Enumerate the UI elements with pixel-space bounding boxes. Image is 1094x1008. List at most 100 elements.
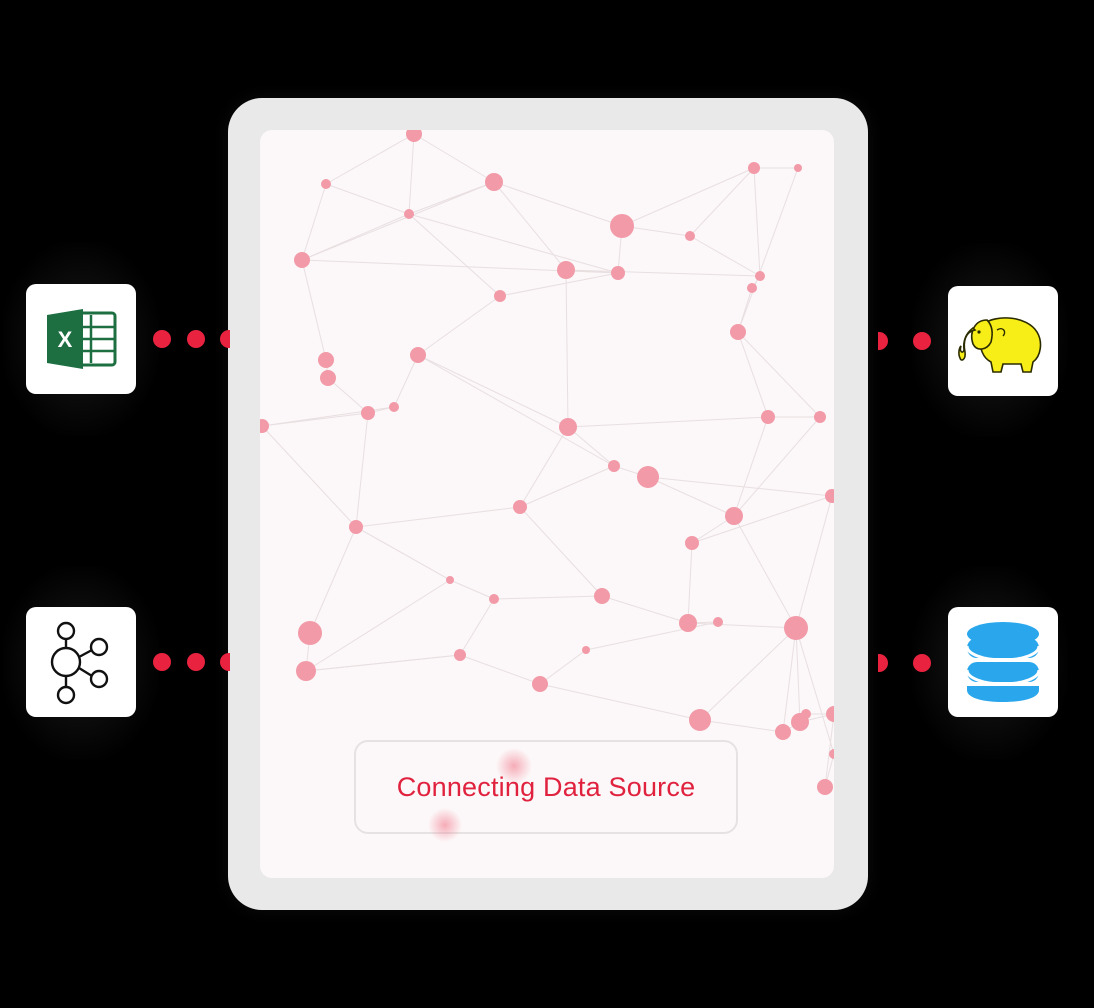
network-edge bbox=[565, 269, 569, 428]
network-node bbox=[404, 209, 414, 219]
network-edge bbox=[699, 627, 797, 721]
network-node bbox=[814, 411, 826, 423]
network-edge bbox=[417, 354, 569, 428]
network-edge bbox=[417, 354, 615, 467]
network-node bbox=[485, 173, 503, 191]
network-edge bbox=[519, 465, 615, 508]
network-edge bbox=[585, 621, 719, 651]
network-edge bbox=[795, 627, 834, 755]
network-edge bbox=[647, 476, 833, 497]
network-node bbox=[685, 231, 695, 241]
network-node bbox=[755, 271, 765, 281]
network-edge bbox=[459, 598, 495, 656]
status-glow bbox=[496, 748, 532, 784]
network-edge bbox=[355, 412, 369, 528]
network-edge bbox=[408, 213, 501, 297]
network-edge bbox=[699, 719, 784, 733]
excel-source-card[interactable]: X bbox=[26, 284, 136, 394]
network-edge bbox=[567, 416, 769, 428]
network-edge bbox=[689, 167, 755, 237]
network-node bbox=[784, 616, 808, 640]
network-edge bbox=[408, 133, 415, 215]
network-edge bbox=[327, 377, 369, 414]
connector-dot bbox=[878, 332, 888, 350]
network-node bbox=[685, 536, 699, 550]
network-node bbox=[747, 283, 757, 293]
network-node bbox=[679, 614, 697, 632]
network-edge bbox=[601, 595, 689, 624]
network-edge bbox=[261, 412, 369, 427]
device-screen: Connecting Data Source bbox=[260, 130, 834, 878]
network-graph bbox=[260, 130, 834, 795]
connector-dot bbox=[153, 653, 171, 671]
hadoop-source-card[interactable] bbox=[948, 286, 1058, 396]
network-edge bbox=[449, 579, 495, 600]
network-edge bbox=[539, 683, 701, 721]
network-node bbox=[446, 576, 454, 584]
network-node bbox=[611, 266, 625, 280]
network-edge bbox=[493, 595, 603, 600]
network-edge bbox=[795, 495, 833, 629]
network-edge bbox=[309, 526, 357, 634]
network-edge bbox=[499, 272, 619, 297]
network-node bbox=[294, 252, 310, 268]
network-edge bbox=[567, 426, 615, 467]
network-edge bbox=[539, 649, 587, 685]
network-node bbox=[296, 661, 316, 681]
network-edge bbox=[687, 622, 797, 629]
network-edge bbox=[393, 354, 419, 408]
network-node bbox=[761, 410, 775, 424]
excel-glyph: X bbox=[58, 327, 73, 352]
network-edge bbox=[305, 654, 461, 672]
network-node bbox=[321, 179, 331, 189]
network-node bbox=[410, 347, 426, 363]
network-node bbox=[532, 676, 548, 692]
network-node bbox=[406, 130, 422, 142]
connector-dot bbox=[878, 654, 888, 672]
network-edge bbox=[647, 476, 735, 517]
network-edge bbox=[325, 183, 410, 215]
database-source-card[interactable] bbox=[948, 607, 1058, 717]
network-edge bbox=[413, 133, 495, 183]
network-edge bbox=[737, 331, 769, 418]
network-edge bbox=[782, 627, 797, 733]
status-pill: Connecting Data Source bbox=[354, 740, 738, 842]
network-node bbox=[794, 164, 802, 172]
network-edge bbox=[689, 235, 761, 277]
network-node bbox=[801, 709, 811, 719]
network-edge bbox=[301, 259, 327, 361]
network-node bbox=[489, 594, 499, 604]
connector-dot bbox=[220, 653, 230, 671]
connector-dot bbox=[153, 330, 171, 348]
status-label: Connecting Data Source bbox=[396, 771, 696, 802]
network-edge bbox=[408, 213, 619, 274]
network-edge bbox=[824, 713, 834, 788]
network-edge bbox=[737, 331, 821, 418]
database-icon bbox=[965, 622, 1041, 702]
network-edge bbox=[687, 542, 693, 624]
network-edge bbox=[459, 654, 541, 685]
network-edge bbox=[737, 167, 799, 333]
network-node bbox=[318, 352, 334, 368]
network-node bbox=[825, 489, 834, 503]
hadoop-elephant-icon bbox=[958, 317, 1042, 373]
network-node bbox=[608, 460, 620, 472]
network-node bbox=[725, 507, 743, 525]
kafka-icon bbox=[50, 621, 109, 705]
connector-dot bbox=[913, 332, 931, 350]
connector-dot bbox=[187, 653, 205, 671]
network-node bbox=[298, 621, 322, 645]
kafka-source-card[interactable] bbox=[26, 607, 136, 717]
excel-icon: X bbox=[47, 309, 117, 369]
network-edge bbox=[493, 181, 623, 227]
network-edge bbox=[355, 506, 521, 528]
network-edge bbox=[733, 416, 769, 517]
network-edge bbox=[519, 426, 569, 508]
network-node bbox=[610, 214, 634, 238]
connector-dot bbox=[187, 330, 205, 348]
network-edge bbox=[417, 295, 501, 356]
network-node bbox=[361, 406, 375, 420]
network-node bbox=[689, 709, 711, 731]
network-node bbox=[349, 520, 363, 534]
network-edge bbox=[325, 133, 415, 185]
